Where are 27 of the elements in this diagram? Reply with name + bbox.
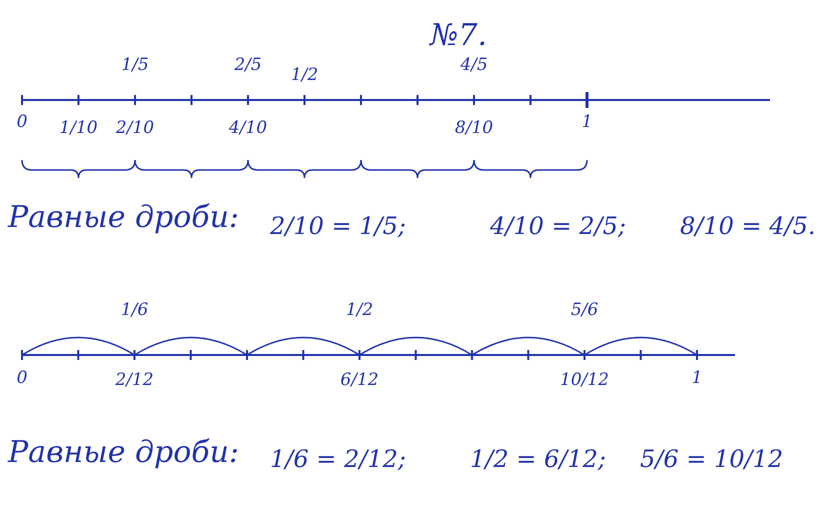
fraction-label: 4/10 [228, 118, 268, 138]
fraction-label: 5/6 [570, 300, 598, 320]
fraction-label: 1/10 [59, 118, 98, 138]
equation-text: 1/2 = 6/12; [470, 445, 606, 473]
heading-text: Равные дроби: [8, 435, 240, 470]
fraction-label: 1/6 [120, 300, 148, 320]
tick-label: 1 [692, 368, 702, 388]
exercise-number: №7. [430, 18, 488, 53]
fraction-label: 10/12 [560, 370, 609, 390]
equation-text: 1/6 = 2/12; [270, 445, 406, 473]
fraction-label: 8/10 [454, 118, 494, 138]
equation-text: 5/6 = 10/12 [640, 445, 784, 473]
fraction-label: 1/2 [290, 65, 318, 85]
equation-text: 4/10 = 2/5; [490, 212, 626, 240]
fraction-label: 2/12 [115, 370, 154, 390]
fraction-label: 6/12 [340, 370, 379, 390]
equation-text: 8/10 = 4/5. [680, 212, 816, 240]
tick-label: 0 [16, 368, 28, 388]
fraction-label: 2/10 [116, 118, 154, 138]
fraction-label: 4/5 [460, 55, 488, 75]
fraction-label: 2/5 [234, 55, 262, 75]
fraction-label: 1/5 [121, 55, 149, 75]
tick-label: 1 [582, 112, 592, 132]
fraction-label: 1/2 [346, 300, 374, 320]
tick-label: 0 [16, 112, 28, 132]
equation-text: 2/10 = 1/5; [270, 212, 406, 240]
heading-text: Равные дроби: [8, 200, 240, 235]
